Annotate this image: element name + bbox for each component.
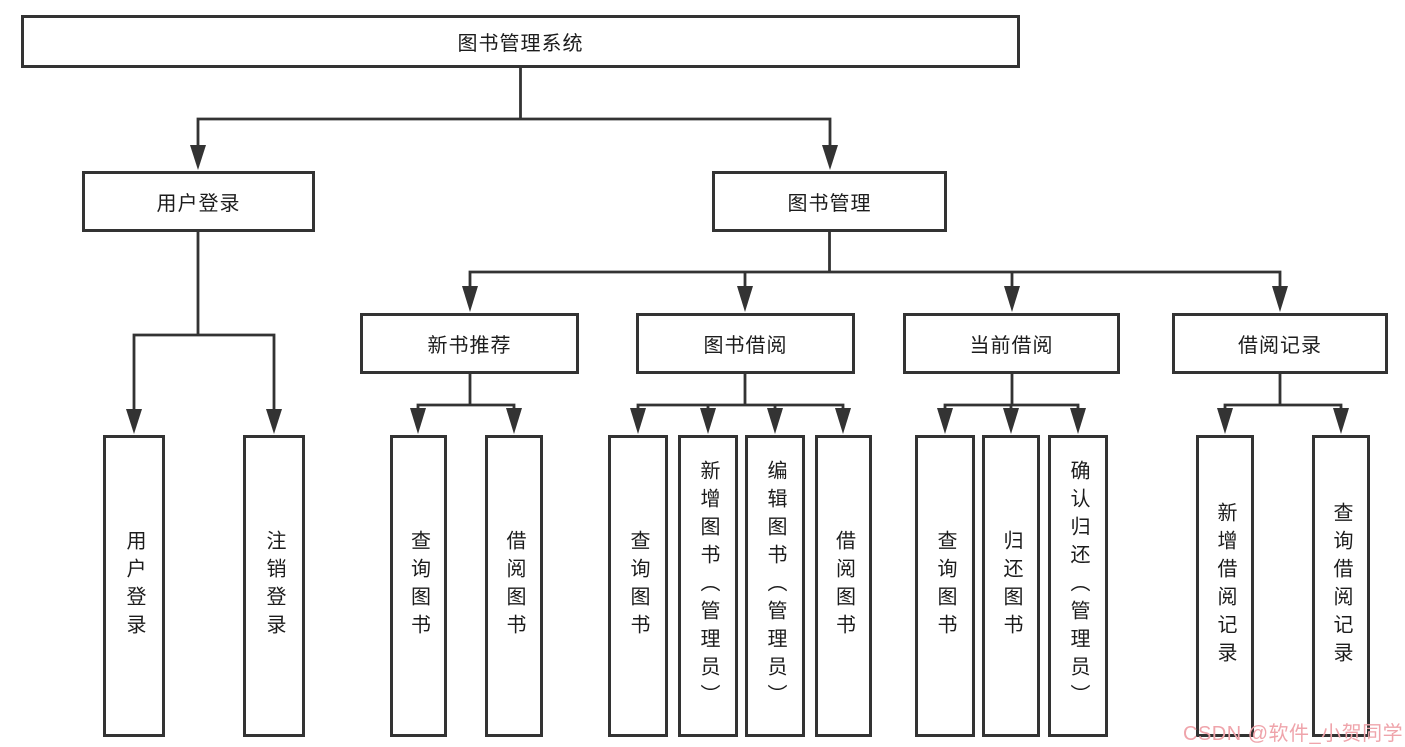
leaf-label: 注销登录 — [263, 530, 285, 642]
leaf-label: 用户登录 — [123, 530, 145, 642]
leaf-label: 编辑图书（管理员） — [764, 460, 786, 712]
leaf-user-login: 用户登录 — [103, 435, 165, 737]
leaf-label: 查询图书 — [407, 530, 430, 642]
node-new-book-recommend: 新书推荐 — [360, 313, 579, 374]
leaf-label: 新增图书（管理员） — [697, 460, 719, 712]
leaf-edit-books-admin: 编辑图书（管理员） — [745, 435, 805, 737]
leaf-query-books-3: 查询图书 — [915, 435, 975, 737]
node-user-login-branch: 用户登录 — [82, 171, 315, 232]
node-borrow-records: 借阅记录 — [1172, 313, 1388, 374]
leaf-label: 借阅图书 — [503, 530, 525, 642]
csdn-watermark: CSDN @软件_小贺同学 — [1183, 723, 1404, 745]
leaf-label: 借阅图书 — [832, 530, 855, 642]
leaf-label: 新增借阅记录 — [1214, 502, 1236, 670]
leaf-label: 查询图书 — [934, 530, 956, 642]
leaf-return-books: 归还图书 — [982, 435, 1040, 737]
node-root-system: 图书管理系统 — [21, 15, 1020, 68]
leaf-borrow-books-1: 借阅图书 — [485, 435, 543, 737]
leaf-query-books-2: 查询图书 — [608, 435, 668, 737]
leaf-add-books-admin: 新增图书（管理员） — [678, 435, 738, 737]
leaf-borrow-books-2: 借阅图书 — [815, 435, 872, 737]
leaf-query-books-1: 查询图书 — [390, 435, 447, 737]
node-current-borrow: 当前借阅 — [903, 313, 1120, 374]
node-book-borrow: 图书借阅 — [636, 313, 855, 374]
leaf-confirm-return-admin: 确认归还（管理员） — [1048, 435, 1108, 737]
leaf-label: 确认归还（管理员） — [1067, 460, 1089, 712]
leaf-label: 归还图书 — [1000, 530, 1022, 642]
leaf-add-borrow-record: 新增借阅记录 — [1196, 435, 1254, 737]
leaf-label: 查询借阅记录 — [1330, 502, 1352, 670]
leaf-label: 查询图书 — [627, 530, 649, 642]
leaf-logout: 注销登录 — [243, 435, 305, 737]
node-book-management-branch: 图书管理 — [712, 171, 947, 232]
leaf-query-borrow-record: 查询借阅记录 — [1312, 435, 1370, 737]
